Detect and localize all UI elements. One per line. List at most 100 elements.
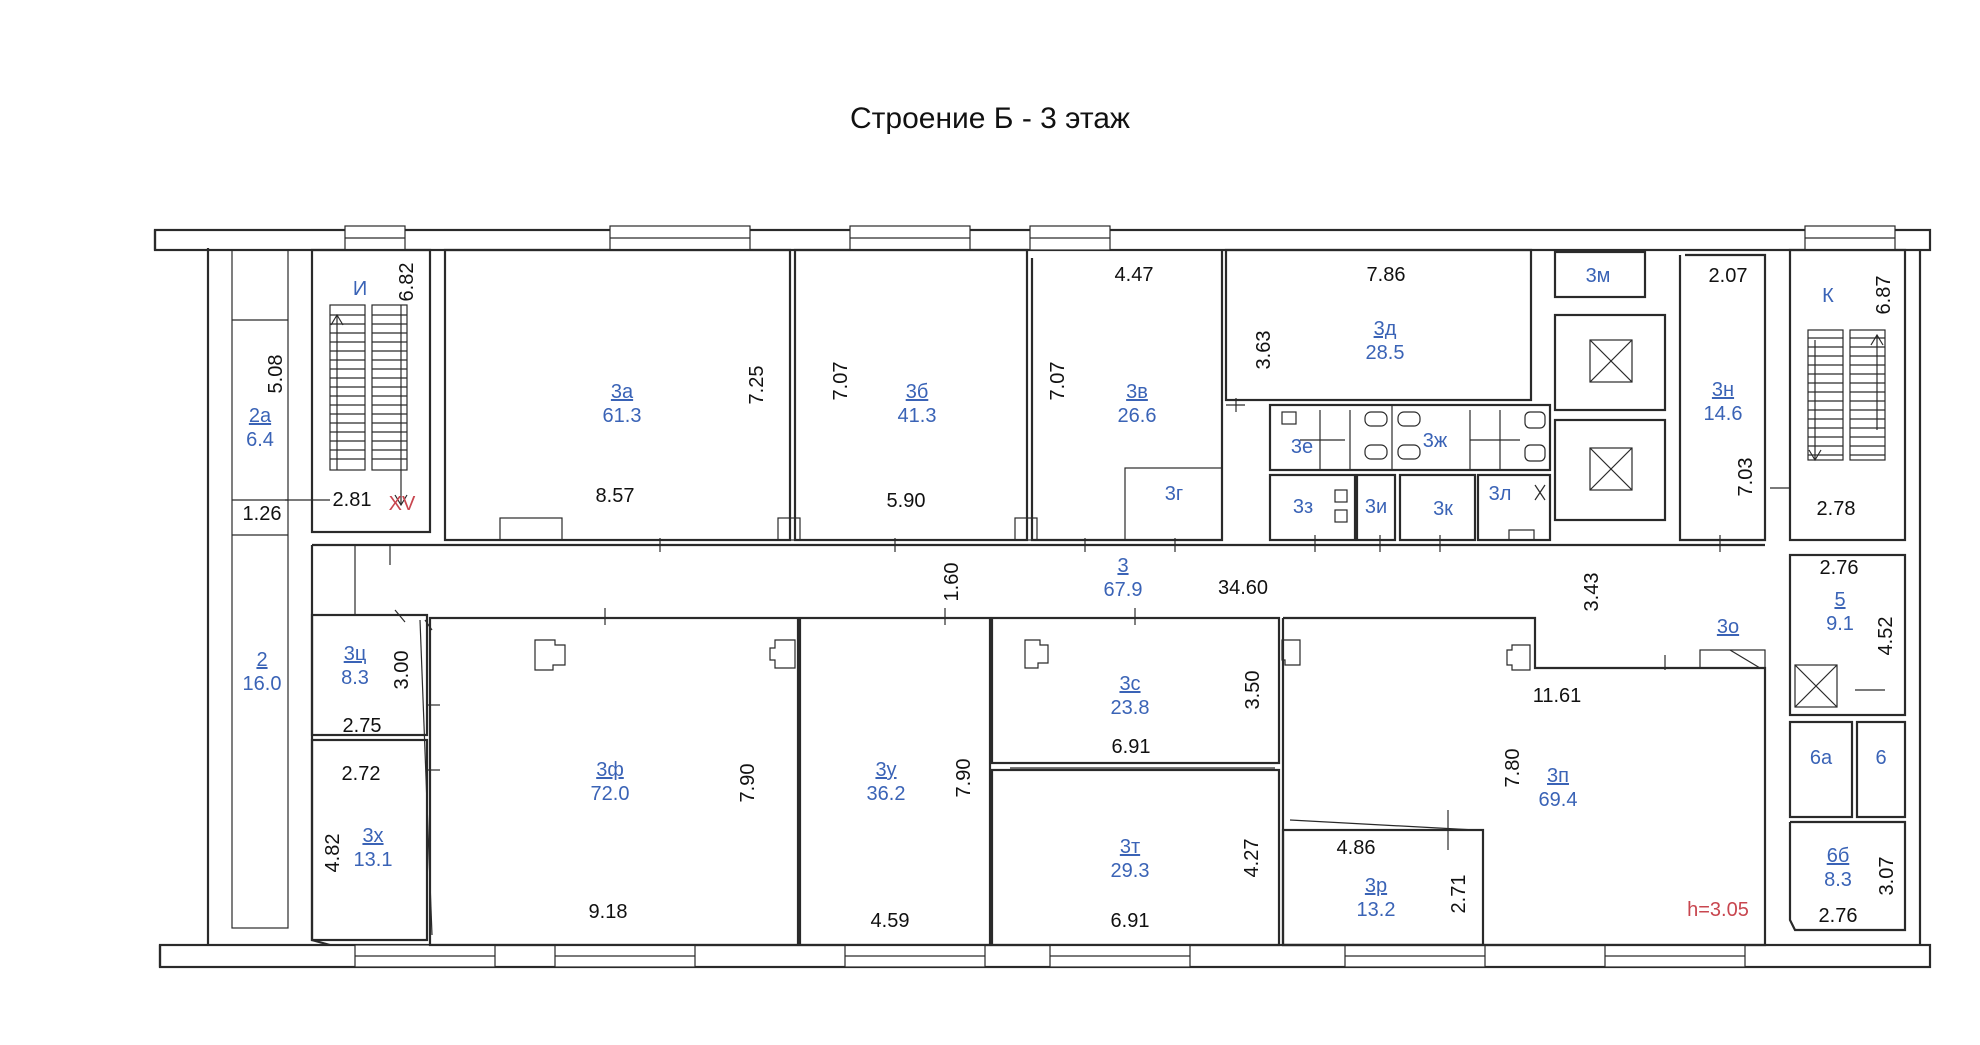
- dim-2-76-b: 2.76: [1819, 905, 1858, 927]
- height-note: h=3.05: [1687, 899, 1749, 921]
- room-3kh-code: 3х: [362, 825, 383, 847]
- room-3b-area: 41.3: [898, 405, 937, 427]
- corridor: [310, 535, 1765, 670]
- room-3n-area: 14.6: [1704, 403, 1743, 425]
- right-rooms: [1770, 487, 1907, 932]
- room-3-code: 3: [1117, 555, 1128, 577]
- bottom-rooms: [310, 613, 1767, 947]
- dimension-labels: 5.08 1.26 6.82 2.81 7.25 8.57 7.07 5.90 …: [243, 263, 1898, 932]
- dim-3-00: 3.00: [391, 651, 413, 690]
- stair-i: [285, 248, 432, 534]
- stair-k: [1788, 248, 1907, 542]
- room-5-code: 5: [1834, 589, 1845, 611]
- dim-6-82: 6.82: [396, 263, 418, 302]
- dim-4-82: 4.82: [322, 834, 344, 873]
- dim-4-86: 4.86: [1337, 837, 1376, 859]
- room-6a-code: 6а: [1810, 747, 1833, 769]
- dim-7-03: 7.03: [1735, 458, 1757, 497]
- dim-6-91-a: 6.91: [1112, 736, 1151, 758]
- room-2-area: 16.0: [243, 673, 282, 695]
- room-3u-code: 3у: [875, 759, 896, 781]
- dim-7-80: 7.80: [1502, 749, 1524, 788]
- dim-34-60: 34.60: [1218, 577, 1268, 599]
- dim-1-26: 1.26: [243, 503, 282, 525]
- room-3f-area: 72.0: [591, 783, 630, 805]
- room-3t-area: 29.3: [1111, 860, 1150, 882]
- top-rooms: [443, 248, 1767, 542]
- dim-7-86: 7.86: [1367, 264, 1406, 286]
- building-outline: [153, 228, 1932, 969]
- stair-k-label: К: [1822, 285, 1834, 307]
- room-2a-code: 2а: [249, 405, 272, 427]
- room-6-code: 6: [1875, 747, 1886, 769]
- dim-7-07-a: 7.07: [830, 362, 852, 401]
- room-3n-code: 3н: [1712, 379, 1734, 401]
- dim-2-76-a: 2.76: [1820, 557, 1859, 579]
- wc-fixtures: [1281, 410, 1546, 541]
- room-3i-code: 3и: [1365, 496, 1387, 518]
- dim-7-90-b: 7.90: [953, 759, 975, 798]
- room-3t-code: 3т: [1120, 836, 1140, 858]
- room-2-code: 2: [256, 649, 267, 671]
- dim-5-08: 5.08: [265, 355, 287, 394]
- dim-4-27: 4.27: [1241, 839, 1263, 878]
- dim-3-63: 3.63: [1253, 331, 1275, 370]
- dim-4-52: 4.52: [1875, 617, 1897, 656]
- room-3e-code: 3е: [1291, 436, 1313, 458]
- dim-2-71: 2.71: [1448, 875, 1470, 914]
- room-3r-area: 13.2: [1357, 899, 1396, 921]
- room-3v-code: 3в: [1126, 381, 1148, 403]
- dim-7-07-b: 7.07: [1047, 362, 1069, 401]
- room-3k-code: 3к: [1433, 498, 1453, 520]
- room-3r-code: 3р: [1365, 875, 1387, 897]
- dim-2-78: 2.78: [1817, 498, 1856, 520]
- dim-11-61: 11.61: [1533, 685, 1582, 707]
- dim-7-25: 7.25: [746, 366, 768, 405]
- room-3v-area: 26.6: [1118, 405, 1157, 427]
- dim-3-43: 3.43: [1581, 573, 1603, 612]
- room-3o-code: 3о: [1717, 616, 1739, 638]
- room-3d-code: 3д: [1374, 318, 1397, 340]
- dim-4-59: 4.59: [871, 910, 910, 932]
- room-3a-code: 3а: [611, 381, 634, 403]
- dim-3-50: 3.50: [1242, 671, 1264, 710]
- stair-xv-label: XV: [389, 493, 416, 515]
- dim-1-60: 1.60: [941, 563, 963, 602]
- room-3s-code: 3с: [1119, 673, 1140, 695]
- dim-6-91-b: 6.91: [1111, 910, 1150, 932]
- room-6b-area: 8.3: [1824, 869, 1852, 891]
- dim-9-18: 9.18: [589, 901, 628, 923]
- room-3c-area: 8.3: [341, 667, 369, 689]
- room-3m-code: 3м: [1586, 265, 1611, 287]
- room-3c-code: 3ц: [344, 643, 367, 665]
- windows: [344, 225, 1896, 968]
- room-3u-area: 36.2: [867, 783, 906, 805]
- room-3p-code: 3п: [1547, 765, 1569, 787]
- dim-6-87: 6.87: [1873, 276, 1895, 315]
- room-3d-area: 28.5: [1366, 342, 1405, 364]
- room-3l-code: 3л: [1489, 483, 1512, 505]
- stair-i-label: И: [353, 278, 367, 300]
- room-3b-code: 3б: [906, 381, 929, 403]
- dim-2-81: 2.81: [333, 489, 372, 511]
- room-3f-code: 3ф: [596, 759, 624, 781]
- room-5-area: 9.1: [1826, 613, 1854, 635]
- room-3-area: 67.9: [1104, 579, 1143, 601]
- room-3kh-area: 13.1: [354, 849, 393, 871]
- room-3s-area: 23.8: [1111, 697, 1150, 719]
- dim-5-90: 5.90: [887, 490, 926, 512]
- dim-8-57: 8.57: [596, 485, 635, 507]
- room-3g-code: 3г: [1165, 483, 1183, 505]
- dim-3-07: 3.07: [1876, 857, 1898, 896]
- dim-4-47: 4.47: [1115, 264, 1154, 286]
- dim-2-75: 2.75: [343, 715, 382, 737]
- room-6b-code: 6б: [1827, 845, 1850, 867]
- dim-7-90-a: 7.90: [737, 764, 759, 803]
- dim-2-07: 2.07: [1709, 265, 1748, 287]
- plan-title: Строение Б - 3 этаж: [850, 102, 1130, 135]
- room-labels: 2а 6.4 2 16.0 И XV К 3а 61.3 3б 41.3 3в …: [243, 265, 1887, 921]
- dim-2-72: 2.72: [342, 763, 381, 785]
- room-3z-code: 3з: [1293, 496, 1313, 518]
- room-2a-area: 6.4: [246, 429, 274, 451]
